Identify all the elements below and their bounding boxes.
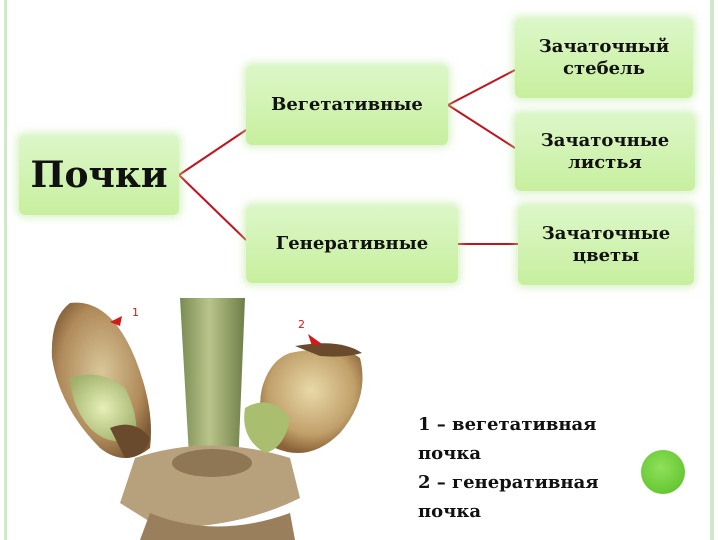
stem-node-shape — [120, 445, 300, 528]
marker-1-arrow — [110, 316, 122, 326]
connector-vegetative-leaves — [447, 104, 516, 149]
node-embryonic-flowers: Зачаточные цветы — [518, 205, 694, 285]
slide-frame-right — [710, 0, 714, 540]
connector-vegetative-stem — [447, 69, 516, 106]
caption-line-4: почка — [418, 501, 482, 522]
stem-shape — [180, 298, 245, 473]
marker-1-label: 1 — [132, 306, 139, 319]
caption-line-1: 1 – вегетативная — [418, 414, 597, 435]
node-vegetative-label: Вегетативные — [271, 93, 423, 115]
node-embryonic-stem: Зачаточный стебель — [515, 18, 693, 98]
marker-2-arrow — [308, 334, 322, 346]
connector-root-generative — [178, 174, 247, 241]
node-embryonic-stem-line-1: Зачаточный — [538, 35, 670, 57]
node-embryonic-leaves: Зачаточные листья — [515, 113, 695, 191]
node-root: Почки — [19, 135, 179, 215]
node-generative-label: Генеративные — [275, 232, 429, 254]
caption-line-3: 2 – генеративная — [418, 472, 599, 493]
node-root-label: Почки — [30, 153, 168, 196]
caption: 1 – вегетативная почка 2 – генеративная … — [418, 410, 658, 526]
node-embryonic-stem-line-2: стебель — [563, 58, 645, 79]
bud-photo: 1 2 — [40, 298, 380, 540]
node-embryonic-leaves-line-1: Зачаточные — [540, 129, 670, 151]
node-vegetative: Вегетативные — [246, 65, 448, 145]
decorative-green-circle — [641, 450, 685, 494]
connector-root-vegetative — [178, 129, 247, 176]
node-generative: Генеративные — [246, 205, 458, 283]
slide-frame-left — [4, 0, 7, 540]
marker-2-label: 2 — [298, 318, 305, 331]
node-embryonic-leaves-line-2: листья — [568, 152, 642, 173]
caption-line-2: почка — [418, 443, 482, 464]
node-embryonic-flowers-line-2: цветы — [572, 245, 640, 266]
node-embryonic-flowers-line-1: Зачаточные — [541, 222, 671, 244]
